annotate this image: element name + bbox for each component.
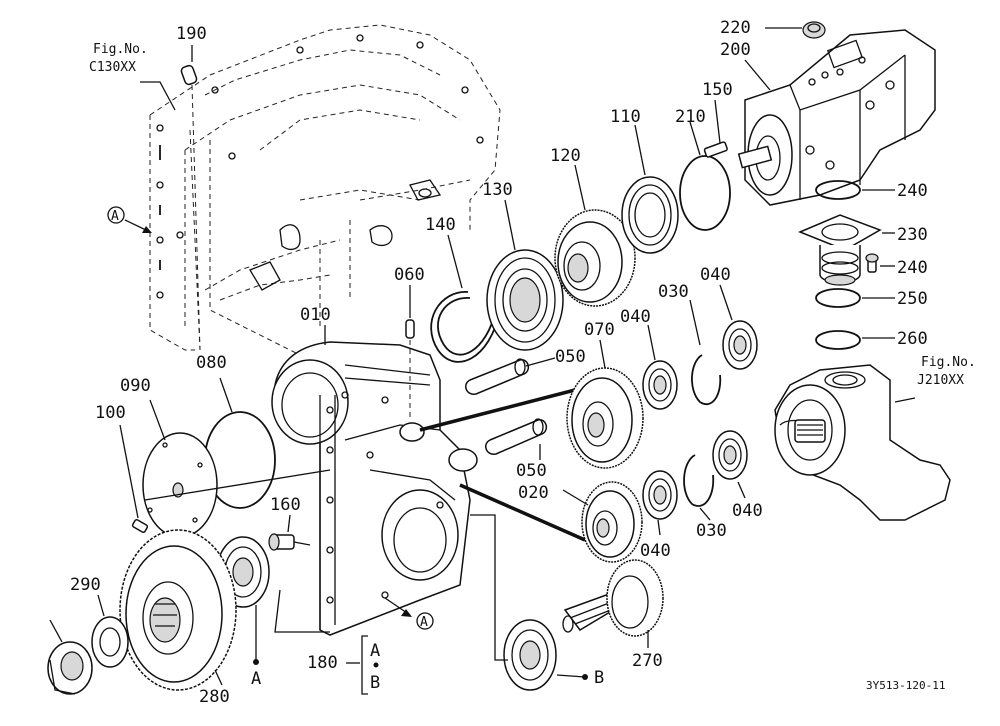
callout-230: 240 — [897, 258, 928, 278]
fig-ref-title-j210: Fig.No. — [921, 355, 976, 370]
part-100-bolt — [119, 424, 149, 533]
callout-200: 220 — [720, 18, 751, 38]
part-040-bearing-lower-a — [642, 470, 678, 536]
part-050-pins — [465, 357, 556, 460]
part-190-o-ring — [679, 121, 731, 231]
part-040-bearing-upper-b — [719, 284, 758, 370]
part-040-bearing-upper-a — [642, 324, 678, 410]
callout-070: 070 — [584, 320, 615, 340]
part-200-plug — [765, 21, 826, 39]
callout-060: 060 — [394, 265, 425, 285]
part-210-flange — [798, 214, 895, 286]
callout-160: 160 — [270, 495, 301, 515]
part-180-hydraulic-pump — [737, 29, 936, 206]
part-240-o-rings — [815, 288, 895, 350]
callout-220: 240 — [897, 181, 928, 201]
callout-030-lower: 030 — [696, 521, 727, 541]
case-bolt-holes — [156, 34, 484, 299]
valve-housing-j210 — [774, 364, 951, 521]
part-280-washer — [91, 594, 129, 668]
fig-ref-code-c130: C130XX — [89, 60, 136, 75]
part-230-bolt — [865, 253, 895, 273]
callout-130: 130 — [482, 180, 513, 200]
callout-030-upper: 030 — [658, 282, 689, 302]
callout-150: 150 — [702, 80, 733, 100]
callout-210: 230 — [897, 225, 928, 245]
c130-leader — [140, 81, 176, 111]
callout-180: 200 — [720, 40, 751, 60]
reference-arrow-a-bottom: A — [384, 597, 434, 630]
callout-170: 190 — [176, 24, 207, 44]
group-ref-b: B — [370, 673, 380, 693]
callout-010: 010 — [300, 305, 331, 325]
part-030-snap-ring-lower — [683, 454, 715, 521]
part-080-cover — [142, 399, 218, 538]
callout-260: 270 — [632, 651, 663, 671]
part-220-o-ring — [815, 180, 895, 200]
callout-250: 280 — [199, 687, 230, 707]
part-060-pin — [405, 285, 415, 420]
callout-080: 090 — [120, 376, 151, 396]
shaft-lower — [459, 483, 586, 542]
callout-100: 100 — [95, 403, 126, 423]
callout-040-lower-a: 040 — [640, 541, 671, 561]
part-150-stud — [703, 99, 728, 158]
callout-040-upper-b: 040 — [700, 265, 731, 285]
callout-140: 140 — [425, 215, 456, 235]
callout-020: 020 — [518, 483, 549, 503]
callout-050-upper: 050 — [555, 347, 586, 367]
callout-040-upper-a: 040 — [620, 307, 651, 327]
callout-270: 180 — [307, 653, 338, 673]
callout-110: 110 — [610, 107, 641, 127]
callout-120: 120 — [550, 146, 581, 166]
bearing-ref-b — [503, 619, 588, 691]
svg-text:A: A — [111, 209, 119, 224]
callout-190: 210 — [675, 107, 706, 127]
part-260-shaft-gear — [562, 559, 664, 648]
part-030-snap-ring-upper — [689, 299, 722, 405]
part-010-housing — [271, 341, 478, 636]
fig-ref-code-j210: J210XX — [917, 373, 964, 388]
part-040-bearing-lower-b — [712, 430, 748, 499]
svg-text:A: A — [420, 615, 428, 630]
part-110-bearing — [621, 124, 679, 254]
leader-housing-to-b — [470, 514, 508, 661]
part-140-snap-ring — [430, 234, 501, 363]
part-120-gear — [554, 164, 636, 307]
ref-label-a: A — [251, 669, 261, 689]
part-290-nut — [47, 619, 93, 695]
leader-housing-to-a — [274, 589, 330, 633]
reference-arrow-a-left: A — [107, 206, 152, 233]
part-070-gear — [566, 339, 644, 469]
fig-ref-title-c130: Fig.No. — [93, 42, 148, 57]
part-020-gear — [562, 481, 643, 563]
ref-label-b: B — [594, 668, 604, 688]
drawing-code: 3Y513-120-11 — [866, 679, 945, 692]
callout-090: 080 — [196, 353, 227, 373]
callout-240-upper: 250 — [897, 289, 928, 309]
callout-050-lower: 050 — [516, 461, 547, 481]
shaft-upper — [419, 388, 576, 432]
callout-240-lower: 260 — [897, 329, 928, 349]
part-130-bearing — [486, 199, 564, 351]
part-170-pin — [180, 45, 201, 351]
axis-line-left — [144, 469, 331, 501]
part-270-group — [346, 635, 379, 695]
callout-280: 290 — [70, 575, 101, 595]
transmission-case-outline — [149, 24, 501, 356]
part-160-bolt — [268, 514, 311, 551]
part-250-gear — [119, 529, 237, 691]
group-ref-a: A — [370, 641, 380, 661]
callout-040-lower-b: 040 — [732, 501, 763, 521]
